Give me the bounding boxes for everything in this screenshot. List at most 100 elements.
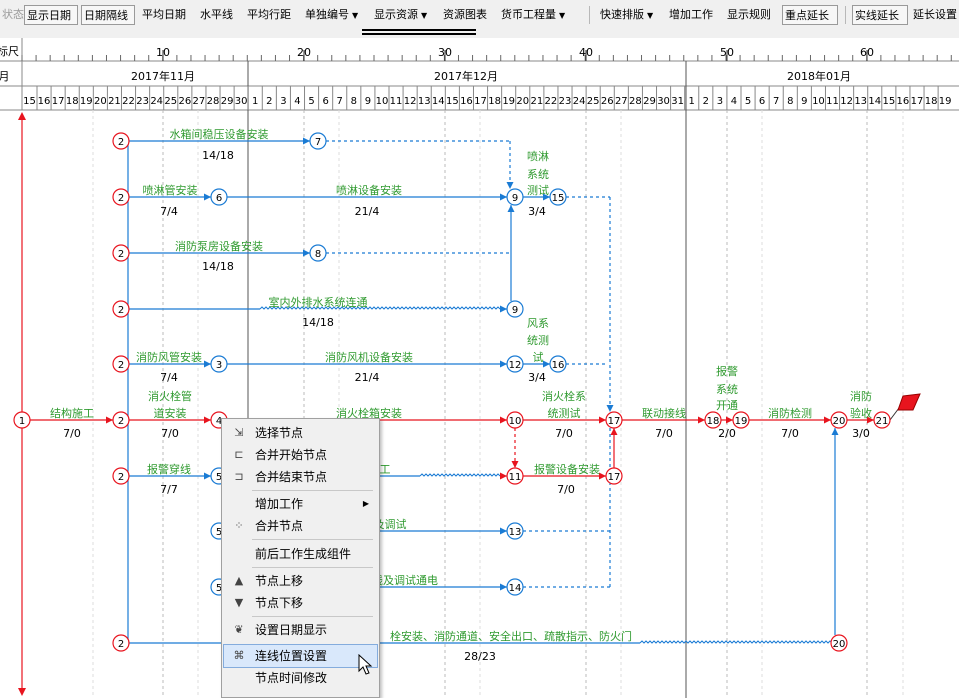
activity-duration: 3/4	[528, 371, 546, 384]
context-menu-item[interactable]: ❦设置日期显示	[224, 619, 377, 641]
arrowhead-icon	[610, 428, 618, 435]
activity-duration: 2/0	[718, 427, 736, 440]
toolbar-button[interactable]: 显示资源▼	[372, 5, 438, 25]
menu-separator	[252, 567, 373, 568]
context-menu-item-label: 连线位置设置	[255, 649, 328, 663]
node-17-b: 17	[605, 467, 623, 485]
toolbar-button[interactable]: 日期隔线	[81, 5, 135, 25]
node-number: 12	[509, 360, 522, 371]
arrowhead-icon	[204, 472, 211, 480]
day-cell: 24	[150, 96, 163, 107]
node-circle	[732, 411, 750, 429]
activity-duration: 28/23	[464, 650, 496, 663]
node-12: 12	[506, 355, 524, 373]
day-cell: 20	[516, 96, 529, 107]
node-number: 20	[833, 639, 846, 650]
arrowhead-icon	[606, 405, 614, 412]
dropdown-arrow-icon[interactable]: ▼	[559, 11, 566, 20]
node-number: 9	[512, 193, 518, 204]
day-cell: 30	[235, 96, 248, 107]
activity-duration: 7/7	[160, 483, 178, 496]
arrowhead-icon	[500, 360, 507, 368]
arrowhead-icon	[303, 249, 310, 257]
context-menu-item[interactable]: 节点时间修改	[224, 667, 377, 689]
toolbar-button[interactable]: 货币工程量▼	[499, 5, 579, 25]
toolbar-button[interactable]: 状态	[0, 5, 24, 25]
arrowhead-icon	[500, 583, 507, 591]
node-circle	[112, 355, 130, 373]
toolbar-button[interactable]: 显示日期	[24, 5, 78, 25]
toolbar-button[interactable]: 水平线	[198, 5, 242, 25]
toolbar-button-label: 显示日期	[27, 9, 71, 22]
day-cell: 20	[94, 96, 107, 107]
toolbar-button[interactable]: 重点延长	[782, 5, 838, 25]
context-menu-item-label: 选择节点	[255, 426, 304, 440]
dropdown-arrow-icon[interactable]: ▼	[352, 11, 359, 20]
activity-duration: 14/18	[302, 316, 334, 329]
toolbar-button[interactable]: 平均日期	[140, 5, 194, 25]
activity-label: 统测试	[548, 407, 581, 420]
arrowhead-icon	[204, 193, 211, 201]
context-menu-item[interactable]: ⊏合并开始节点	[224, 444, 377, 466]
node-number: 6	[216, 193, 222, 204]
node-circle	[549, 355, 567, 373]
node-2-h: 2	[112, 634, 130, 652]
context-menu-item[interactable]: ⊐合并结束节点	[224, 466, 377, 488]
node-number: 2	[118, 639, 124, 650]
node-circle	[506, 188, 524, 206]
day-cell: 18	[66, 96, 79, 107]
context-menu-item[interactable]: 增加工作▶	[224, 493, 377, 515]
dropdown-arrow-icon[interactable]: ▼	[647, 11, 654, 20]
toolbar-button[interactable]: 增加工作	[667, 5, 721, 25]
day-cell: 26	[178, 96, 191, 107]
toolbar-button-label: 增加工作	[669, 8, 713, 21]
node-number: 17	[608, 416, 621, 427]
context-menu-item[interactable]: ⁘合并节点	[224, 515, 377, 537]
context-menu-item[interactable]: ⇲选择节点	[224, 422, 377, 444]
day-cell: 3	[717, 96, 723, 107]
toolbar-button-label: 延长设置	[913, 8, 957, 21]
toolbar-button[interactable]: 单独编号▼	[303, 5, 369, 25]
day-cell: 29	[221, 96, 234, 107]
node-circle	[210, 188, 228, 206]
node-18: 18	[704, 411, 722, 429]
node-circle	[309, 244, 327, 262]
day-cell: 12	[840, 96, 853, 107]
node-2-e: 2	[112, 355, 130, 373]
context-menu-item[interactable]: ▼节点下移	[224, 592, 377, 614]
node-circle	[210, 355, 228, 373]
toolbar-button[interactable]: 快速排版▼	[598, 5, 664, 25]
context-menu-item-label: 节点时间修改	[255, 671, 328, 685]
dropdown-arrow-icon[interactable]: ▼	[421, 11, 428, 20]
node-number: 5	[216, 583, 222, 594]
day-cell: 6	[322, 96, 328, 107]
toolbar-button[interactable]: 平均行距	[245, 5, 299, 25]
day-cell: 15	[23, 96, 36, 107]
node-circle	[605, 467, 623, 485]
toolbar-button[interactable]: 显示规则	[725, 5, 779, 25]
context-menu-item-label: 合并结束节点	[255, 470, 328, 484]
activity-duration: 7/4	[160, 205, 178, 218]
node-circle	[704, 411, 722, 429]
day-cell: 16	[460, 96, 473, 107]
node-2-f: 2	[112, 411, 130, 429]
day-cell: 19	[502, 96, 515, 107]
context-menu-item[interactable]: ▲节点上移	[224, 570, 377, 592]
day-cell: 21	[108, 96, 121, 107]
node-circle	[506, 578, 524, 596]
node-circle	[506, 467, 524, 485]
node-2-c: 2	[112, 244, 130, 262]
arrowhead-icon	[831, 428, 839, 435]
day-cell: 1	[252, 96, 258, 107]
free-float-wavy-line	[419, 473, 501, 477]
toolbar-button[interactable]: 资源图表	[441, 5, 495, 25]
toolbar-button[interactable]: 实线延长	[852, 5, 908, 25]
node-number: 18	[707, 416, 720, 427]
day-cell: 3	[280, 96, 286, 107]
date-display-icon: ❦	[234, 623, 244, 636]
toolbar-button[interactable]: 延长设置	[911, 5, 959, 25]
context-menu-item[interactable]: 前后工作生成组件	[224, 543, 377, 565]
context-menu-item[interactable]: ⌘连线位置设置	[223, 644, 378, 668]
activity-label: 消火栓箱安装	[336, 406, 402, 420]
